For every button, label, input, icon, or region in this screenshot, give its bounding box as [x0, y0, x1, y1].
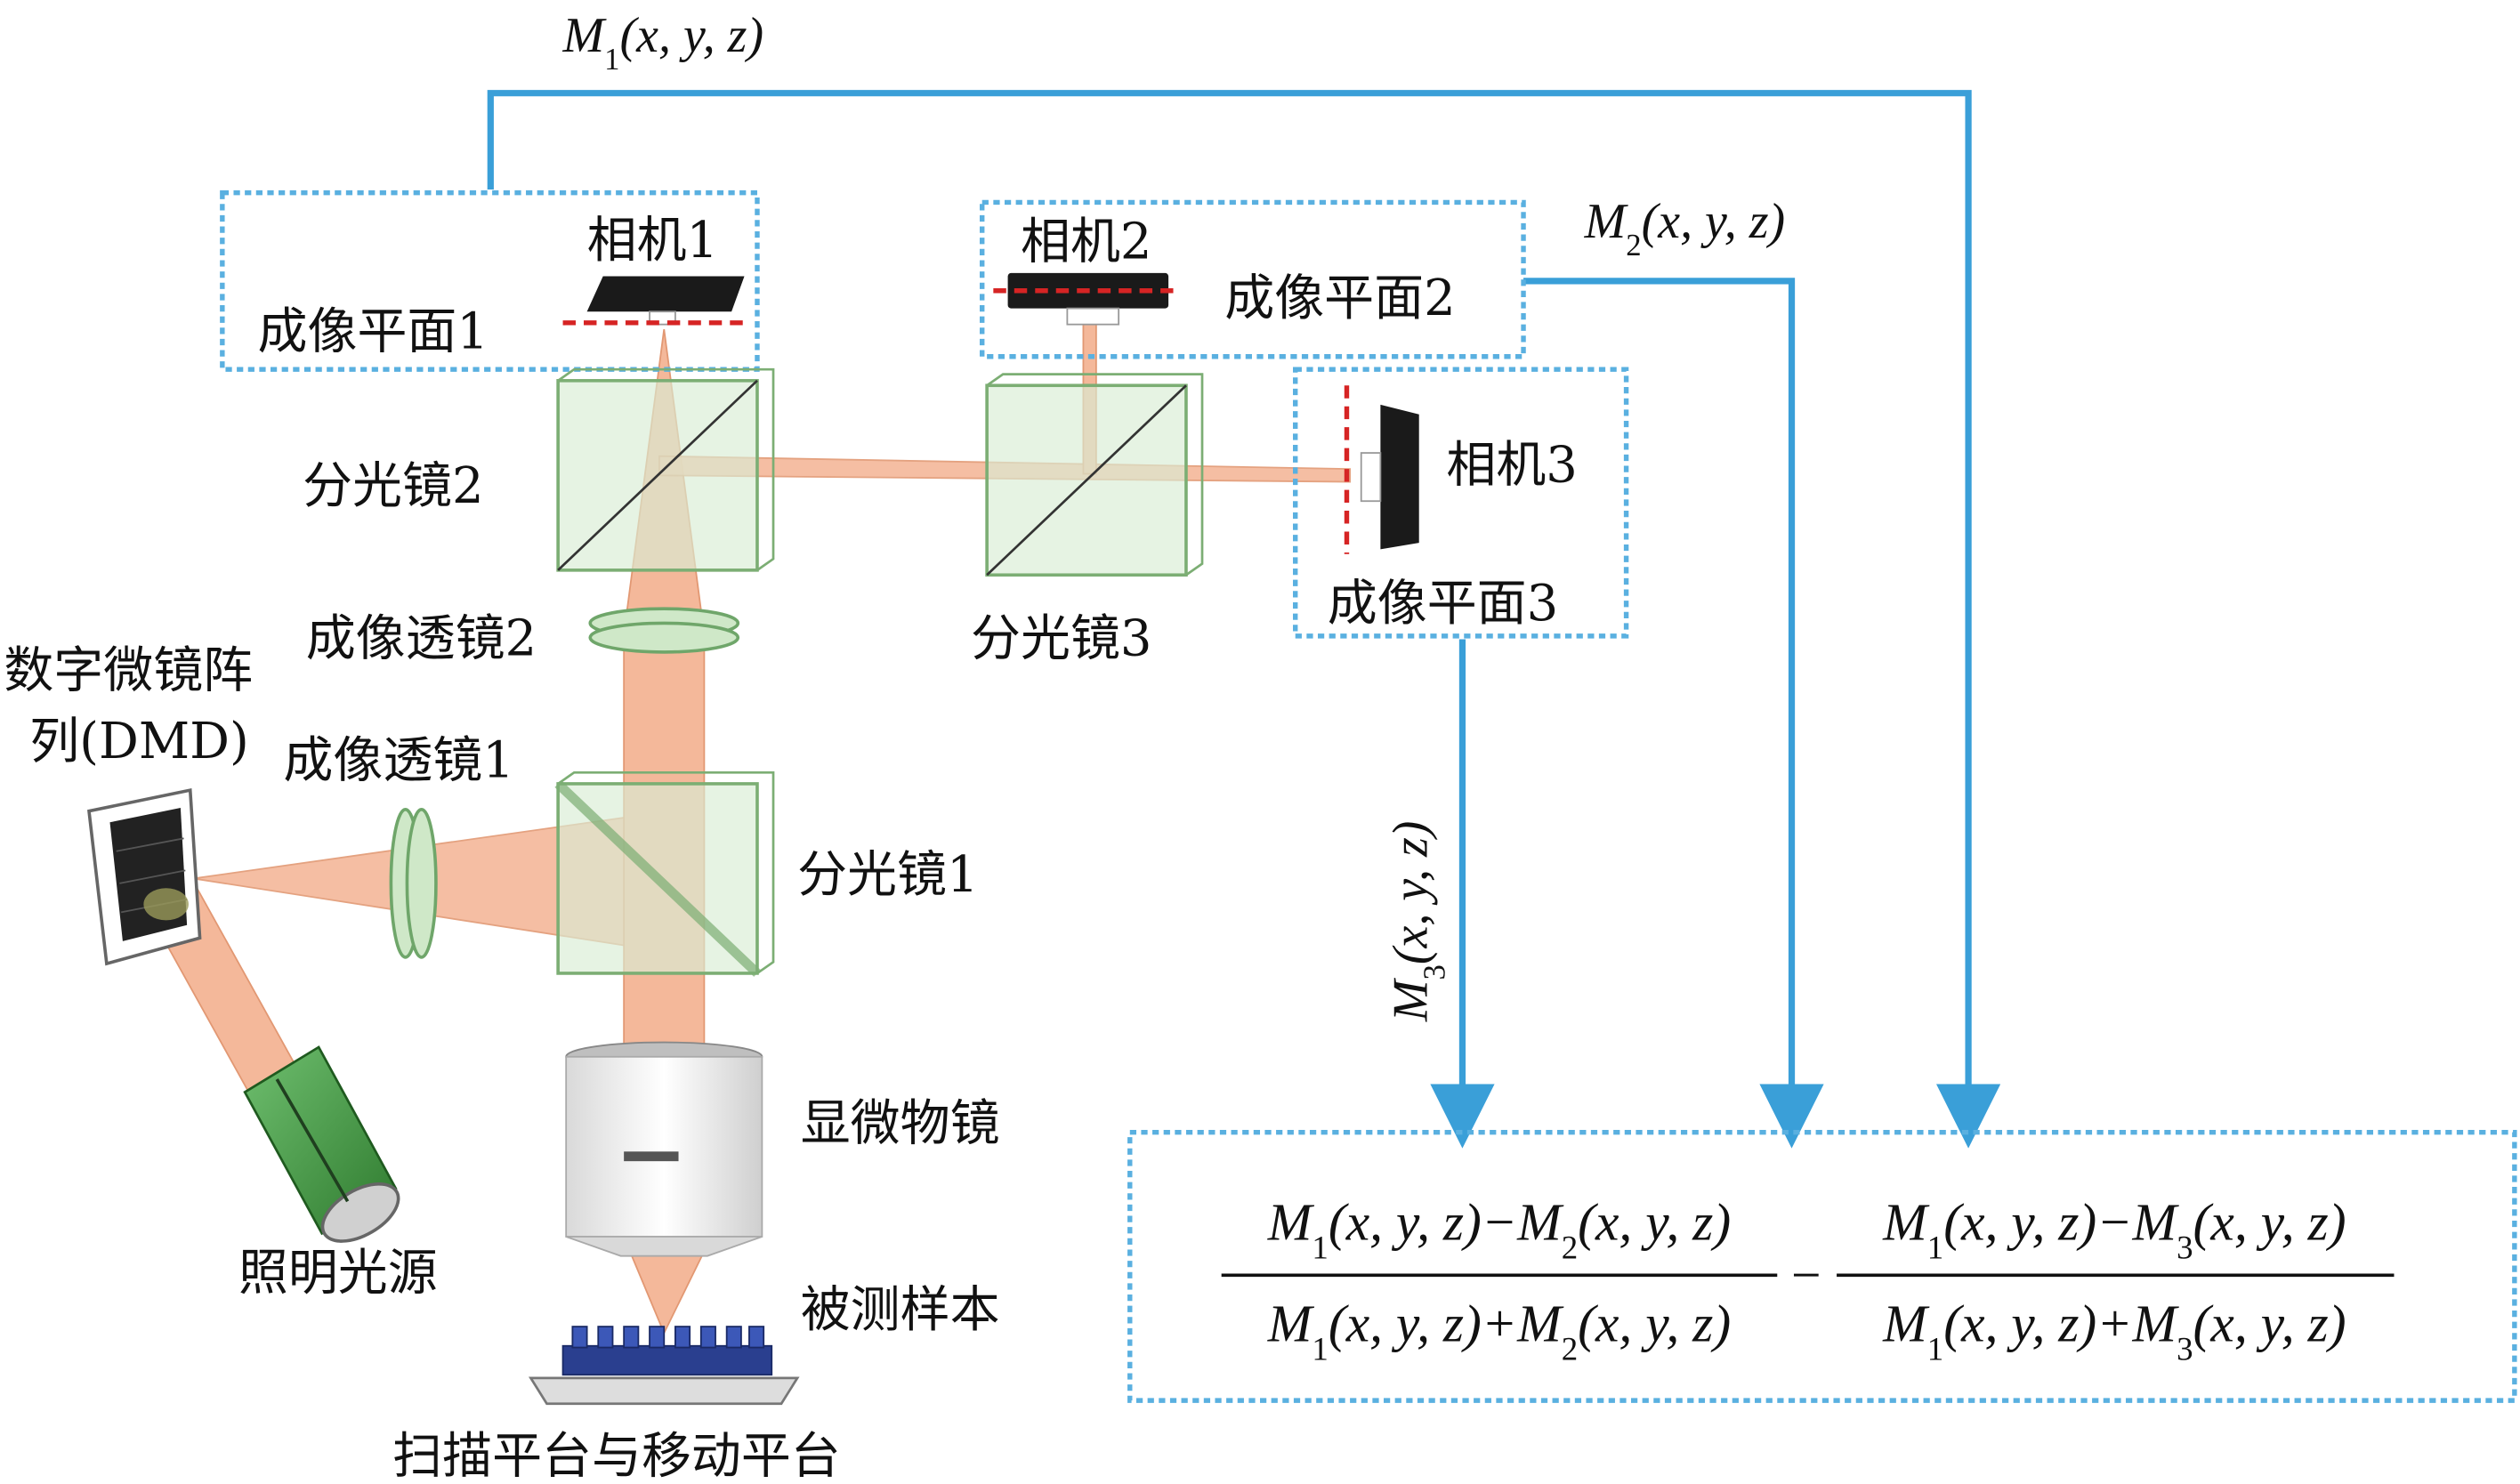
imaging-plane3-label: 成像平面3	[1328, 575, 1558, 633]
light-source-label: 照明光源	[238, 1245, 438, 1303]
formula: M1(x, y, z)−M2(x, y, z) M1(x, y, z)+M2(x…	[1221, 1193, 2395, 1367]
dmd	[87, 787, 202, 966]
beam-splitter-icon	[985, 373, 1204, 577]
m2-signal-label: M2(x, y, z)	[1584, 194, 1786, 262]
camera-icon	[586, 276, 745, 326]
m1-signal-label: M1(x, y, z)	[562, 8, 764, 76]
imaging-lens1-label: 成像透镜1	[283, 732, 513, 790]
objective-label: 显微物镜	[801, 1095, 1000, 1153]
camera1	[562, 276, 748, 326]
m1-signal-line	[487, 90, 2001, 1149]
camera2	[993, 272, 1174, 326]
beam-splitter1-label: 分光镜1	[797, 846, 978, 904]
dmd-label-line2: 列(DMD)	[29, 713, 249, 770]
formula-operator: −	[1791, 1246, 1821, 1304]
dmd-icon	[87, 787, 202, 966]
objective	[565, 1041, 763, 1257]
sample-stage-icon	[528, 1326, 800, 1406]
m2-signal-line	[1523, 278, 1824, 1149]
imaging-lens-2	[588, 607, 740, 654]
light-source	[243, 1045, 400, 1243]
objective-icon	[565, 1041, 763, 1257]
m3-signal-label: M3(x, y, z)	[1384, 821, 1451, 1023]
beam-splitter2-label: 分光镜2	[303, 457, 483, 515]
component-labels: 相机1 成像平面1 相机2 成像平面2 相机3 成像平面3 分光镜2 分光镜3 …	[4, 212, 1578, 1484]
sample-stage	[528, 1326, 800, 1406]
lens-icon	[389, 808, 438, 959]
imaging-plane1-label: 成像平面1	[258, 303, 489, 361]
beam-splitter-icon	[554, 770, 775, 977]
imaging-lens-1	[389, 808, 438, 959]
sample-label: 被测样本	[801, 1281, 1000, 1339]
camera1-box	[220, 190, 760, 372]
camera3	[1344, 385, 1419, 554]
formula-term2-denominator: M1(x, y, z)+M3(x, y, z)	[1882, 1294, 2346, 1366]
stage-label: 扫描平台与移动平台	[392, 1427, 841, 1484]
beam-splitter3-label: 分光镜3	[971, 610, 1151, 668]
formula-term1-denominator: M1(x, y, z)+M2(x, y, z)	[1267, 1294, 1731, 1366]
formula-box	[1127, 1129, 2517, 1403]
camera1-label: 相机1	[587, 212, 719, 270]
beam-splitter-2	[556, 367, 775, 572]
dmd-label-line1: 数字微镜阵	[4, 642, 253, 700]
formula-term2-numerator: M1(x, y, z)−M3(x, y, z)	[1882, 1193, 2346, 1265]
beam-splitter-3	[985, 373, 1204, 577]
camera3-label: 相机3	[1446, 437, 1578, 495]
camera-icon	[1007, 272, 1169, 326]
beam-splitter-icon	[556, 367, 775, 572]
signal-lines	[487, 90, 2001, 1149]
camera2-label: 相机2	[1021, 214, 1152, 271]
light-source-icon	[243, 1045, 400, 1243]
camera-icon	[1360, 404, 1419, 550]
sample-beam	[626, 1244, 709, 1335]
imaging-plane2-label: 成像平面2	[1224, 270, 1455, 327]
beam-splitter-1	[554, 770, 775, 977]
camera3-box	[1293, 367, 1629, 639]
formula-term1-numerator: M1(x, y, z)−M2(x, y, z)	[1267, 1193, 1731, 1265]
imaging-lens2-label: 成像透镜2	[306, 610, 537, 668]
lens-icon	[588, 607, 740, 654]
signal-labels: M1(x, y, z) M2(x, y, z) M3(x, y, z)	[562, 8, 1786, 1022]
